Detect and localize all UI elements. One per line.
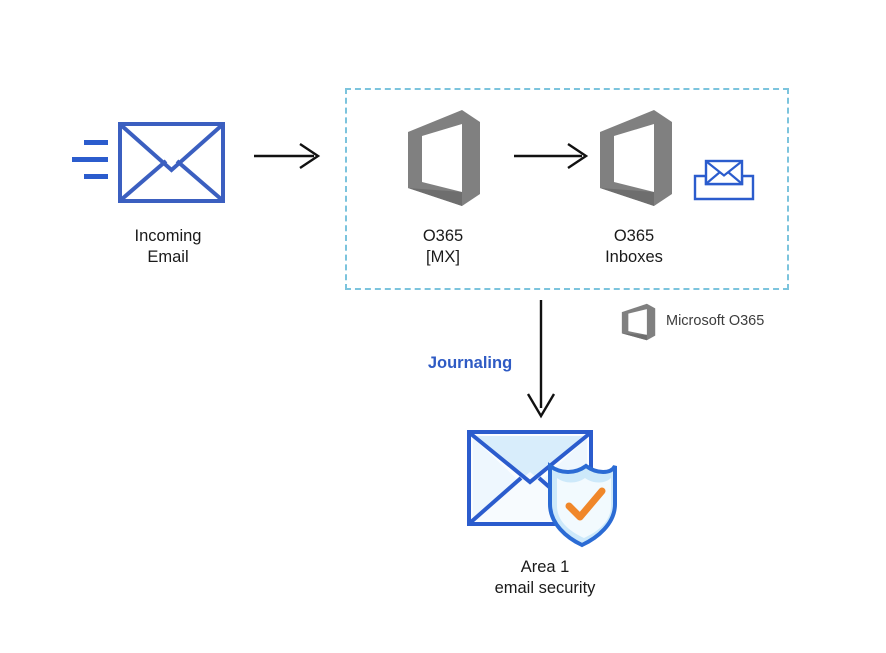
envelope-with-speed-lines-icon <box>70 118 230 208</box>
node-label-incoming-email: Incoming Email <box>88 226 248 268</box>
node-label-o365-mx: O365 [MX] <box>365 226 521 268</box>
node-label-area1: Area 1 email security <box>464 557 626 599</box>
edge-label-journaling: Journaling <box>427 354 513 372</box>
legend-label-microsoft-o365: Microsoft O365 <box>666 313 765 329</box>
o365-mx-label-line2: [MX] <box>426 248 460 266</box>
area1-label-line1: Area 1 <box>520 558 570 576</box>
arrow-incoming-to-mx <box>252 138 322 174</box>
o365-logo-icon-mx <box>404 108 486 208</box>
o365-inboxes-label-line2: Inboxes <box>605 248 663 266</box>
o365-logo-icon-inboxes <box>596 108 678 208</box>
o365-boundary-zone <box>345 88 789 290</box>
o365-logo-icon-legend <box>620 303 658 341</box>
inbox-tray-icon <box>692 158 756 202</box>
arrow-mx-to-inboxes <box>512 138 592 174</box>
o365-inboxes-label-line1: O365 <box>613 227 655 245</box>
incoming-email-label-line1: Incoming <box>134 227 202 245</box>
incoming-email-label-line2: Email <box>147 248 189 266</box>
area1-label-line2: email security <box>494 579 596 597</box>
envelope-shield-check-icon <box>465 428 635 548</box>
arrow-inboxes-to-area1 <box>522 298 560 420</box>
o365-mx-label-line1: O365 <box>422 227 464 245</box>
node-label-o365-inboxes: O365 Inboxes <box>556 226 712 268</box>
